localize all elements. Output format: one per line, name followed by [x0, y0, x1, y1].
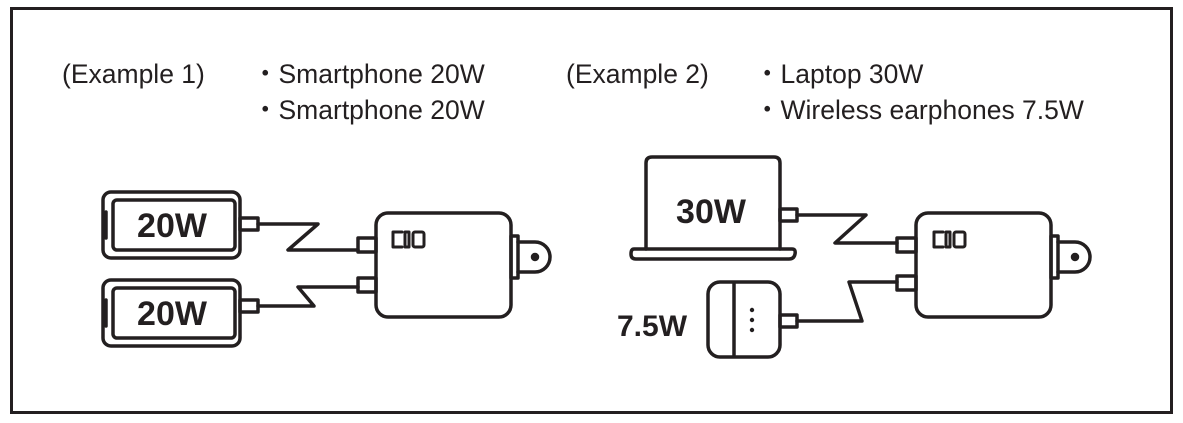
cable-plug — [778, 313, 799, 329]
usb-port — [895, 274, 918, 292]
cable-3 — [795, 213, 899, 245]
cable-plug — [238, 216, 260, 232]
usb-port — [895, 236, 918, 254]
charger-logo-icon — [932, 230, 967, 249]
charger-2 — [914, 211, 1092, 319]
example-2-item-2: ・Wireless earphones 7.5W — [754, 95, 1084, 125]
cable-4 — [795, 280, 899, 323]
earphones-wattage: 7.5W — [617, 310, 688, 343]
charger-1 — [374, 211, 552, 319]
smartphone-1-wattage: 20W — [137, 207, 208, 245]
cable-2 — [256, 285, 360, 308]
laptop-wattage: 30W — [676, 193, 747, 231]
example-2-item-1: ・Laptop 30W — [754, 59, 924, 89]
example-1-heading: (Example 1) — [62, 59, 205, 89]
smartphone-1: 20W — [101, 190, 242, 260]
smartphone-2: 20W — [101, 278, 242, 348]
example-2-heading: (Example 2) — [566, 59, 709, 89]
example-1-item-2: ・Smartphone 20W — [252, 95, 485, 125]
usb-port — [356, 276, 378, 294]
example-1-item-1: ・Smartphone 20W — [252, 59, 485, 89]
cable-1 — [256, 222, 360, 252]
earphones-case — [706, 280, 782, 359]
laptop: 30W — [629, 155, 797, 261]
smartphone-2-wattage: 20W — [137, 295, 208, 333]
cable-plug — [778, 207, 799, 223]
diagram-frame — [10, 7, 1173, 414]
usb-port — [356, 236, 378, 254]
charger-logo-icon — [391, 230, 426, 249]
cable-plug — [238, 298, 260, 314]
